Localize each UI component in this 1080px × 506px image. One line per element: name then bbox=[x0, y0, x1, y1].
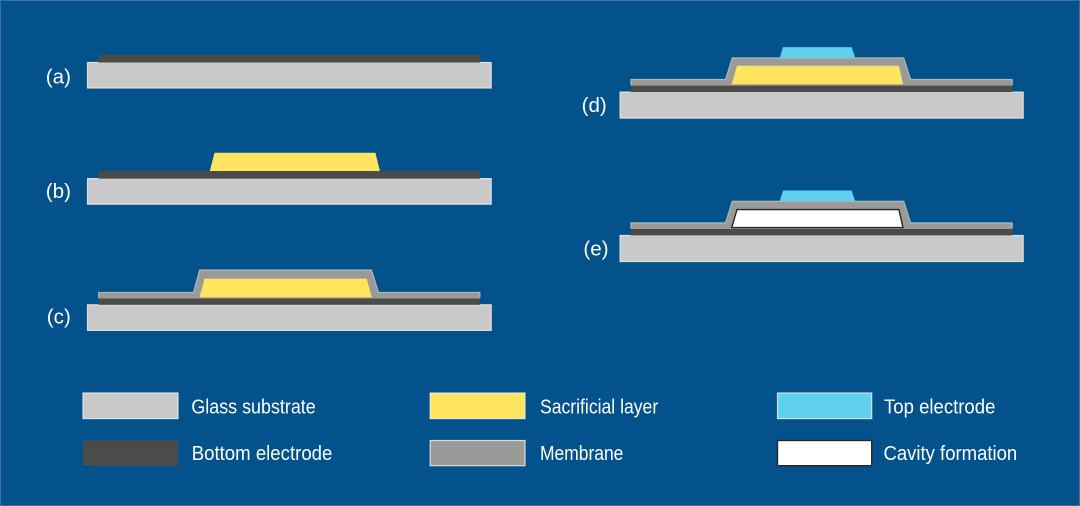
svg-text:Glass substrate: Glass substrate bbox=[191, 395, 315, 418]
svg-text:(a): (a) bbox=[46, 65, 71, 88]
svg-text:Cavity formation: Cavity formation bbox=[884, 442, 1018, 465]
svg-text:Top electrode: Top electrode bbox=[884, 395, 995, 418]
svg-text:Bottom electrode: Bottom electrode bbox=[192, 442, 333, 465]
svg-text:(d): (d) bbox=[582, 94, 607, 117]
svg-text:(e): (e) bbox=[583, 238, 608, 261]
svg-text:Membrane: Membrane bbox=[540, 442, 623, 465]
svg-text:(b): (b) bbox=[46, 180, 71, 203]
svg-text:Sacrificial layer: Sacrificial layer bbox=[540, 395, 658, 418]
svg-text:(c): (c) bbox=[47, 305, 71, 328]
